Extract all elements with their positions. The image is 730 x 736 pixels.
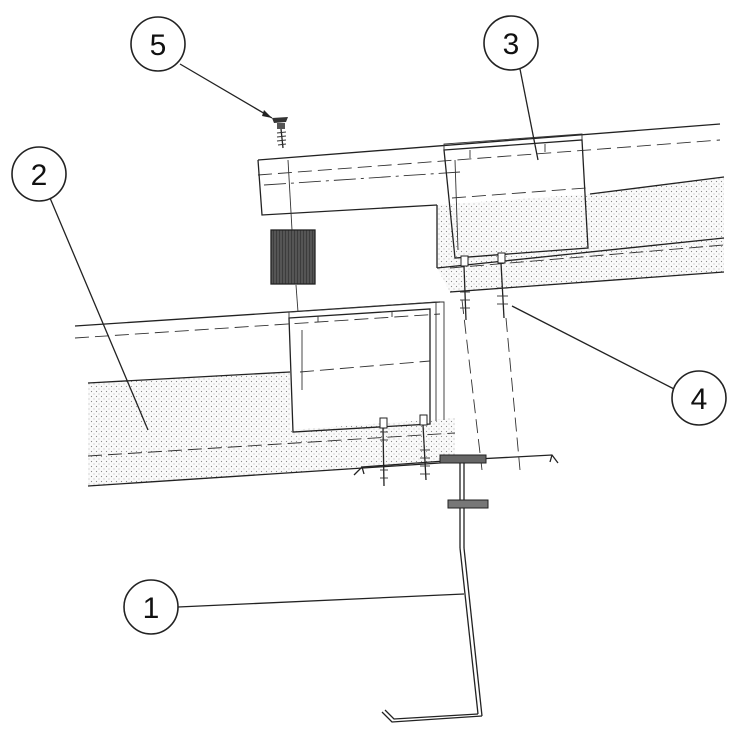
callout-5: 5 (130, 16, 186, 72)
support-profile (353, 454, 559, 723)
callout-5-label: 5 (150, 29, 167, 62)
upper-panel-insulation (437, 177, 724, 292)
callout-1: 1 (123, 579, 179, 635)
leader-lines (49, 63, 677, 608)
upper-panel-screws (460, 252, 508, 321)
callout-4: 4 (671, 370, 727, 426)
callout-1-label: 1 (143, 592, 160, 625)
projection-lines (287, 159, 521, 471)
lower-panel (74, 301, 456, 487)
callout-3: 3 (483, 15, 539, 71)
upper-panel (257, 123, 725, 293)
callout-2: 2 (11, 146, 67, 202)
upper-joint-cap (443, 133, 589, 259)
lower-panel-insulation (88, 372, 455, 486)
callout-4-label: 4 (691, 383, 708, 416)
lower-joint-cap (288, 301, 445, 433)
callout-2-label: 2 (31, 159, 48, 192)
fastener-screw (272, 117, 288, 149)
callout-3-label: 3 (503, 28, 520, 61)
lower-panel-screws (379, 414, 430, 487)
spacer-block (270, 229, 316, 285)
